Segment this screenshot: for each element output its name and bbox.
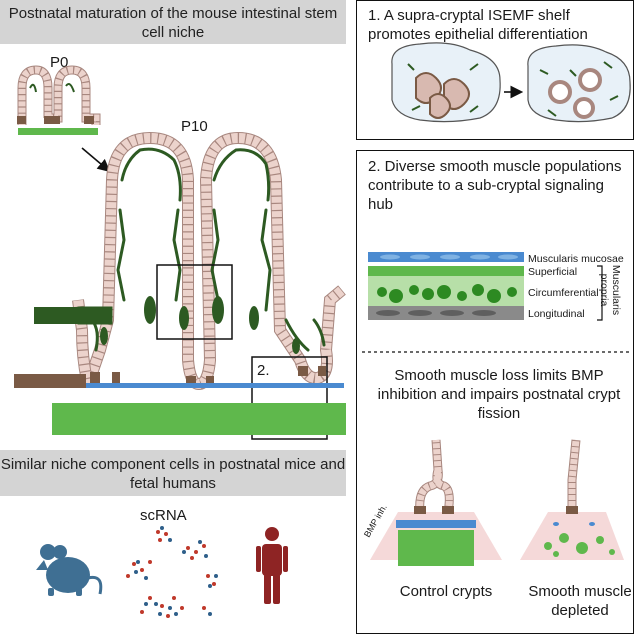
p0-muscle-bar	[18, 128, 98, 135]
p0-villi	[17, 65, 101, 125]
callout-2-label: 2.	[257, 362, 270, 379]
mouse-icon	[36, 544, 103, 596]
panel-1-illustration	[391, 42, 631, 123]
label-superficial: Superficial	[528, 266, 578, 278]
mucosae-bar	[86, 383, 344, 388]
depleted-crypts	[520, 439, 624, 560]
panel-2-title: 2. Diverse smooth muscle populations con…	[368, 158, 622, 213]
scrna-clusters	[126, 526, 218, 618]
callout-box-1	[156, 264, 233, 340]
bottom-left-title: Similar niche component cells in postnat…	[0, 456, 346, 492]
human-icon	[256, 527, 288, 604]
brown-bar	[14, 374, 86, 388]
propria-bracket	[597, 265, 603, 321]
smooth-muscle-depleted-label: Smooth muscle depleted	[528, 583, 632, 619]
p10-villi	[72, 131, 346, 391]
p0-to-p10-arrow	[81, 147, 111, 173]
label-muscularis-mucosae: Muscularis mucosae	[528, 253, 624, 265]
left-title-banner: Postnatal maturation of the mouse intest…	[0, 0, 346, 44]
p10-label: P10	[181, 118, 208, 135]
panel-1-title: 1. A supra-cryptal ISEMF shelf promotes …	[368, 7, 588, 43]
propria-bar	[52, 403, 346, 435]
label-circumferential: Circumferential	[528, 287, 599, 299]
left-title: Postnatal maturation of the mouse intest…	[8, 5, 338, 41]
p0-label: P0	[50, 54, 69, 71]
scrna-label: scRNA	[140, 507, 187, 524]
label-longitudinal: Longitudinal	[528, 308, 585, 320]
control-crypts	[370, 439, 502, 566]
callout-box-2	[251, 356, 328, 440]
panel-2-subtitle: Smooth muscle loss limits BMP inhibition…	[377, 367, 621, 422]
bottom-left-title-banner: Similar niche component cells in postnat…	[0, 450, 346, 496]
control-crypts-label: Control crypts	[399, 583, 493, 600]
